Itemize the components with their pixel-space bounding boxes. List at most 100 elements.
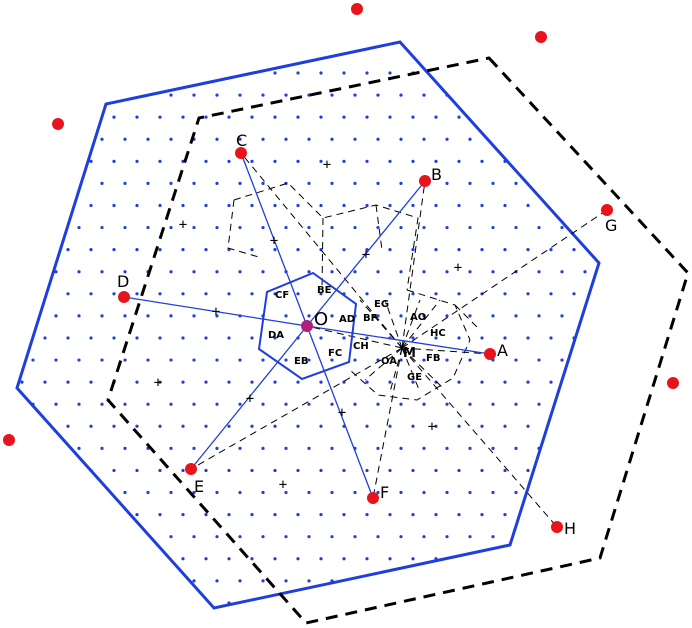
lattice-dot bbox=[445, 181, 449, 185]
lattice-dot bbox=[307, 181, 311, 185]
lattice-dot bbox=[514, 314, 518, 318]
point-H bbox=[551, 521, 563, 533]
lattice-dot bbox=[411, 336, 415, 340]
lattice-dot bbox=[353, 535, 357, 539]
plus-mark: + bbox=[428, 419, 436, 435]
lattice-dot bbox=[238, 225, 242, 230]
lattice-dot bbox=[549, 248, 553, 252]
lattice-dot bbox=[491, 270, 495, 274]
lattice-dot bbox=[468, 446, 472, 450]
lattice-dot bbox=[20, 380, 24, 384]
lattice-dot bbox=[250, 248, 254, 252]
lattice-dot bbox=[77, 314, 81, 318]
lattice-dot bbox=[261, 402, 265, 406]
lattice-dot bbox=[169, 446, 173, 450]
lattice-dot bbox=[66, 292, 70, 296]
lattice-dot bbox=[503, 248, 507, 252]
lattice-dot bbox=[307, 446, 311, 450]
lattice-dot bbox=[89, 248, 93, 252]
lattice-dot bbox=[572, 248, 576, 252]
lattice-dot bbox=[261, 358, 265, 362]
lattice-dot bbox=[445, 490, 449, 495]
lattice-dot bbox=[146, 314, 150, 318]
lattice-dot bbox=[457, 513, 461, 517]
lattice-dot bbox=[77, 402, 81, 406]
lattice-dot bbox=[250, 203, 254, 208]
lattice-dot bbox=[158, 424, 162, 428]
lattice-dot bbox=[468, 358, 472, 362]
lattice-dot bbox=[250, 380, 254, 384]
label-DA: DA bbox=[268, 330, 284, 341]
lattice-dot bbox=[330, 225, 334, 230]
lattice-dot bbox=[135, 513, 139, 517]
lattice-dot bbox=[583, 270, 587, 274]
lattice-dot bbox=[376, 402, 380, 406]
outer-dashed-hexagon bbox=[106, 56, 690, 625]
lattice-dot bbox=[560, 225, 564, 230]
lattice-dots bbox=[20, 71, 587, 605]
lattice-dot bbox=[158, 248, 162, 252]
label-BF: BF bbox=[363, 313, 377, 324]
lattice-dot bbox=[43, 336, 47, 340]
lattice-dot bbox=[204, 557, 208, 561]
lattice-dot bbox=[353, 402, 357, 406]
label-F: F bbox=[380, 483, 389, 502]
label-EB: EB bbox=[294, 356, 308, 367]
lattice-dot bbox=[526, 424, 530, 428]
lattice-dot bbox=[296, 513, 300, 517]
lattice-dot bbox=[204, 203, 208, 208]
lattice-dot bbox=[434, 336, 438, 340]
lattice-dot bbox=[376, 446, 380, 450]
lattice-dot bbox=[112, 248, 116, 252]
lattice-dot bbox=[422, 535, 426, 539]
lattice-dot bbox=[123, 137, 127, 141]
lattice-dot bbox=[365, 71, 369, 75]
lattice-dot bbox=[307, 358, 311, 362]
lattice-dot bbox=[330, 535, 334, 539]
lattice-dot bbox=[250, 159, 254, 163]
lattice-dot bbox=[411, 115, 415, 119]
lattice-dot bbox=[319, 336, 323, 340]
lattice-dot bbox=[319, 292, 323, 296]
lattice-dot bbox=[296, 71, 300, 75]
lattice-dot bbox=[549, 292, 553, 296]
lattice-dot bbox=[480, 380, 484, 384]
lattice-dot bbox=[503, 336, 507, 340]
lattice-dot bbox=[77, 270, 81, 274]
label-FC: FC bbox=[328, 348, 342, 359]
lattice-dot bbox=[445, 270, 449, 274]
lattice-dot bbox=[353, 225, 357, 230]
point-extra-5 bbox=[3, 434, 15, 446]
lattice-dot bbox=[135, 248, 139, 252]
lattice-dot bbox=[388, 292, 392, 296]
label-HC: HC bbox=[430, 328, 446, 339]
lattice-dot bbox=[169, 314, 173, 318]
lattice-dot bbox=[238, 358, 242, 362]
lattice-dot bbox=[399, 93, 403, 97]
lattice-dot bbox=[261, 446, 265, 450]
lattice-dot bbox=[434, 159, 438, 163]
lattice-dot bbox=[434, 513, 438, 517]
lattice-dot bbox=[330, 137, 334, 141]
lattice-dot bbox=[215, 446, 219, 450]
lattice-dot bbox=[215, 181, 219, 185]
lattice-dot bbox=[89, 424, 93, 428]
lattice-dot bbox=[342, 336, 346, 340]
lattice-dot bbox=[238, 535, 242, 539]
lattice-dot bbox=[250, 557, 254, 561]
lattice-dot bbox=[123, 358, 127, 362]
lattice-dot bbox=[468, 402, 472, 406]
lattice-dot bbox=[215, 402, 219, 406]
lattice-dot bbox=[77, 225, 81, 230]
lattice-dot bbox=[123, 402, 127, 406]
lattice-dot bbox=[54, 314, 58, 318]
lattice-dot bbox=[376, 181, 380, 185]
lattice-dot bbox=[445, 402, 449, 406]
lattice-dot bbox=[537, 402, 541, 406]
lattice-dot bbox=[388, 203, 392, 208]
lattice-dot bbox=[537, 314, 541, 318]
lattice-dot bbox=[158, 115, 162, 119]
lattice-dot bbox=[169, 181, 173, 185]
lattice-dot bbox=[146, 225, 150, 230]
lattice-dot bbox=[480, 336, 484, 340]
